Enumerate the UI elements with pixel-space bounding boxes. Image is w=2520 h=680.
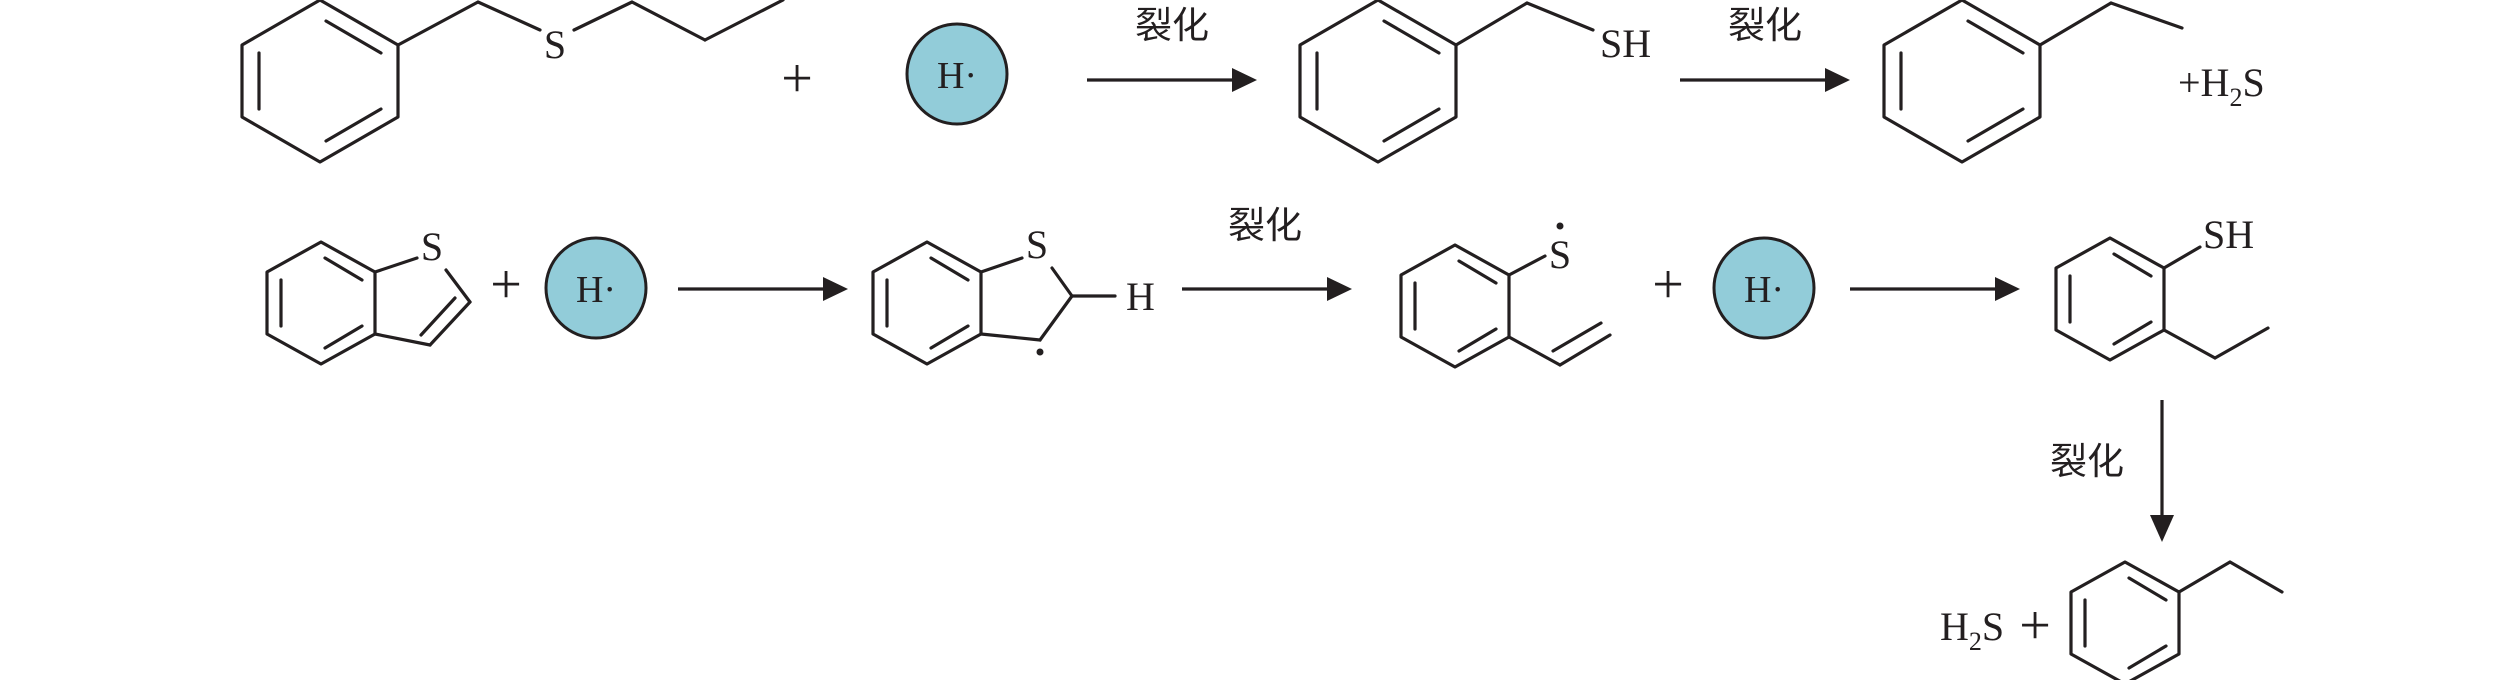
condition-label: 裂化 — [1135, 4, 1209, 47]
hydrogen-radical-label: H· — [1744, 269, 1784, 311]
plus-sign: + — [781, 48, 813, 110]
ethylbenzene — [2069, 560, 2284, 680]
hydrogen-atom: H — [1126, 274, 1155, 319]
radical-dot — [1556, 222, 1564, 230]
sulfur-atom: S — [421, 224, 443, 269]
plus-sign: + — [2019, 595, 2051, 657]
benzothiophene: S — [265, 224, 472, 366]
reaction-arrow-4: 裂化 — [1182, 204, 1352, 301]
benzene-ring — [1298, 0, 1458, 164]
radical-dot — [1036, 348, 1044, 356]
benzene-ring — [2069, 560, 2181, 680]
benzene-ring — [1399, 243, 1511, 369]
hydrogen-radical: H· — [905, 22, 1009, 126]
sulfur-atom: S — [1549, 232, 1571, 277]
benzene-ring — [240, 0, 400, 164]
plus-sign: + — [1652, 254, 1684, 316]
reaction-arrow-5 — [1850, 277, 2020, 301]
hydrogen-sulfide: +H2S — [2178, 60, 2265, 112]
dihydrobenzothiophene-radical: S H — [871, 222, 1155, 366]
benzene-ring — [1882, 0, 2042, 164]
ethylbenzene — [1882, 0, 2184, 164]
benzene-ring — [2054, 236, 2166, 362]
ethylbenzenethiol: SH — [2054, 212, 2270, 362]
sulfur-atom: S — [1026, 222, 1048, 267]
hydrogen-radical: H· — [1712, 236, 1816, 340]
condition-label: 裂化 — [1228, 204, 1302, 247]
reaction-arrow-3 — [678, 277, 848, 301]
reaction-arrow-down: 裂化 — [2050, 400, 2174, 542]
thiol-group: SH — [1600, 21, 1651, 66]
hydrogen-radical: H· — [544, 236, 648, 340]
condition-label: 裂化 — [1728, 4, 1802, 47]
benzene-ring — [265, 240, 377, 366]
benzyl-mercaptan: SH — [1298, 0, 1651, 164]
thiol-group: SH — [2203, 212, 2254, 257]
hydrogen-sulfide: H2S — [1940, 604, 2004, 656]
hydrogen-radical-label: H· — [576, 269, 616, 311]
condition-label: 裂化 — [2050, 440, 2124, 483]
hydrogen-radical-label: H· — [937, 55, 977, 97]
reaction-arrow-2: 裂化 — [1680, 4, 1850, 92]
reaction-arrow-1: 裂化 — [1087, 4, 1257, 92]
vinylphenyl-thiyl-radical: S — [1399, 222, 1612, 369]
sulfur-atom: S — [544, 22, 566, 67]
benzene-ring — [871, 240, 983, 366]
plus-sign: + — [490, 254, 522, 316]
benzyl-propyl-sulfide: S — [240, 0, 785, 164]
